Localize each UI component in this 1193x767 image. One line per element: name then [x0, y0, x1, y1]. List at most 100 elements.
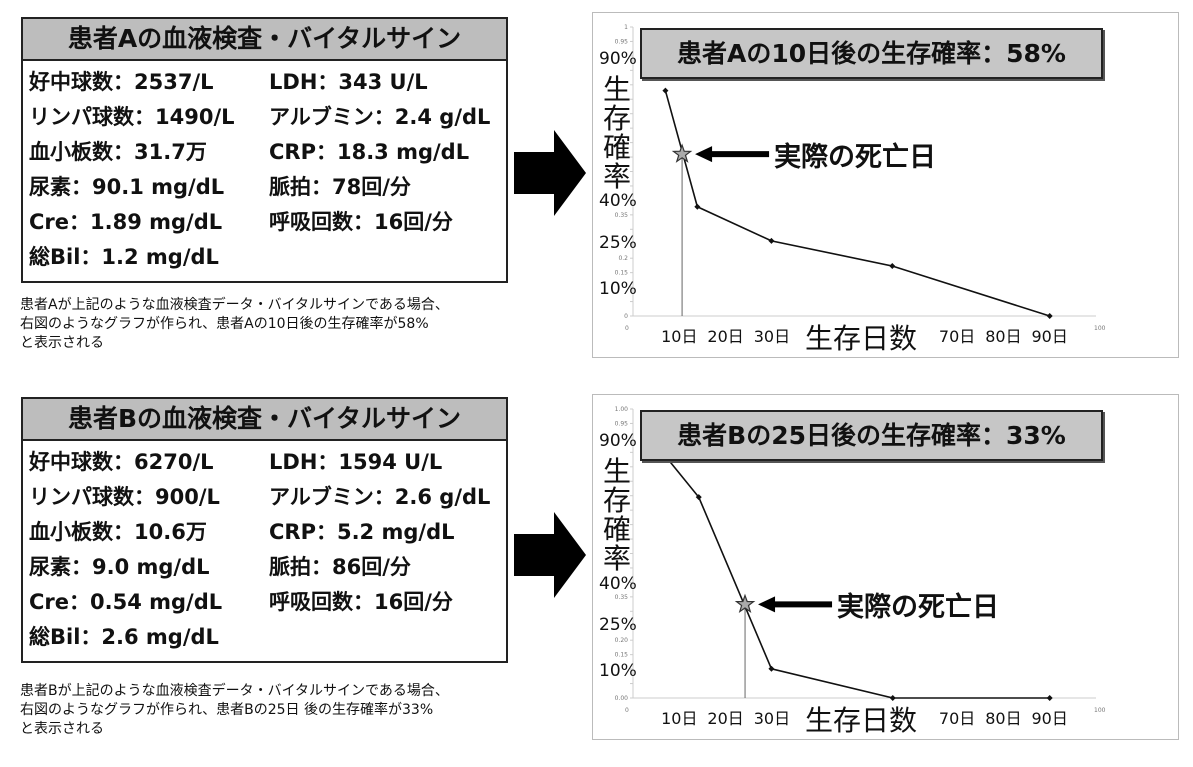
- caption-patient-b: 患者Bが上記のような血液検査データ・バイタルサインである場合、右図のようなグラフ…: [20, 682, 580, 739]
- caption-line: と表示される: [20, 721, 104, 737]
- data-point: [1046, 313, 1053, 319]
- y-tick-label: 0.15: [615, 270, 629, 277]
- chart-title: 患者Aの10日後の生存確率：58%: [640, 28, 1103, 79]
- x-tick-label: 30日: [753, 327, 791, 346]
- lab-value: リンパ球数：900/L: [29, 485, 220, 509]
- lab-value: リンパ球数：1490/L: [29, 105, 235, 129]
- lab-value: LDH：1594 U/L: [269, 450, 443, 474]
- lab-value: 呼吸回数：16回/分: [269, 590, 453, 614]
- caption-line: 右図のようなグラフが作られ、患者Aの10日後の生存確率が58%: [20, 316, 429, 332]
- lab-value: 血小板数：31.7万: [29, 140, 207, 164]
- y-tick-label: 0.20: [615, 637, 629, 644]
- lab-value: 好中球数：2537/L: [29, 70, 214, 94]
- y-tick-label: 0.95: [615, 38, 629, 45]
- y-big-label: 25%: [599, 233, 637, 254]
- lab-row: 総Bil：1.2 mg/dL: [29, 240, 506, 275]
- data-point: [1046, 695, 1053, 701]
- x-tick-label: 20日: [707, 327, 744, 346]
- lab-value: LDH：343 U/L: [269, 70, 428, 94]
- data-point: [889, 695, 896, 701]
- lab-value: アルブミン：2.6 g/dL: [269, 485, 491, 509]
- x-tick-label: 0: [625, 707, 629, 714]
- y-axis-title: 生存確率: [599, 75, 635, 191]
- y-big-label: 90%: [599, 431, 637, 452]
- star-icon: [671, 143, 693, 163]
- x-tick-label: 90日: [1031, 327, 1068, 346]
- y-tick-label: 1: [624, 24, 628, 31]
- lab-row: 尿素：90.1 mg/dL 脈拍：78回/分: [29, 170, 506, 205]
- y-axis-title-char: 生: [602, 455, 631, 488]
- data-point: [662, 87, 669, 94]
- lab-value: アルブミン：2.4 g/dL: [269, 105, 491, 129]
- lab-value: CRP：18.3 mg/dL: [269, 140, 470, 164]
- data-point: [695, 494, 702, 501]
- x-tick-label: 100: [1094, 325, 1106, 332]
- caption-line: と表示される: [20, 335, 104, 351]
- lab-box-title: 患者Bの血液検査・バイタルサイン: [23, 399, 506, 441]
- y-tick-label: 1.00: [615, 406, 629, 413]
- x-tick-label: 10日: [661, 709, 698, 728]
- y-tick-label: 0.95: [615, 420, 629, 427]
- x-axis-title: 生存日数: [801, 703, 921, 739]
- caption-line: 右図のようなグラフが作られ、患者Bの25日 後の生存確率が33%: [20, 702, 434, 718]
- x-tick-label: 30日: [753, 709, 791, 728]
- right-arrow-icon: [514, 512, 586, 598]
- x-tick-label: 80日: [985, 327, 1022, 346]
- chart-title: 患者Bの25日後の生存確率：33%: [640, 410, 1103, 461]
- left-arrow-icon: [758, 596, 833, 613]
- lab-value: 総Bil：1.2 mg/dL: [29, 245, 219, 269]
- y-big-label: 10%: [599, 278, 637, 299]
- x-axis-title: 生存日数: [801, 321, 921, 357]
- lab-row: 好中球数：2537/L LDH：343 U/L: [29, 65, 506, 100]
- y-axis-title: 生存確率: [599, 457, 635, 573]
- y-axis-title-char: 存: [602, 484, 631, 517]
- data-point: [768, 665, 775, 672]
- y-tick-label: 0.2: [618, 255, 628, 262]
- data-point: [694, 203, 701, 210]
- lab-values: 好中球数：2537/L LDH：343 U/L リンパ球数：1490/L アルブミン：…: [23, 61, 506, 281]
- right-arrow-icon: [514, 130, 586, 216]
- y-tick-label: 0: [624, 313, 628, 320]
- lab-value: Cre：0.54 mg/dL: [29, 590, 223, 614]
- y-tick-label: 0.35: [615, 212, 629, 219]
- x-tick-label: 70日: [938, 709, 976, 728]
- caption-patient-a: 患者Aが上記のような血液検査データ・バイタルサインである場合、右図のようなグラフ…: [20, 296, 580, 353]
- lab-value: Cre：1.89 mg/dL: [29, 210, 223, 234]
- y-big-label: 10%: [599, 660, 637, 681]
- star-icon: [734, 593, 756, 614]
- y-big-label: 90%: [599, 49, 637, 70]
- lab-value: 血小板数：10.6万: [29, 520, 207, 544]
- y-big-label: 40%: [599, 190, 637, 211]
- data-point: [889, 263, 896, 270]
- survival-line: [664, 90, 1050, 317]
- lab-value: 脈拍：78回/分: [269, 175, 411, 199]
- lab-value: 尿素：90.1 mg/dL: [29, 175, 225, 199]
- caption-line: 患者Aが上記のような血液検査データ・バイタルサインである場合、: [20, 297, 449, 313]
- y-big-label: 25%: [599, 615, 637, 636]
- data-point: [768, 237, 775, 244]
- death-day-label: 実際の死亡日: [774, 142, 937, 174]
- lab-value: CRP：5.2 mg/dL: [269, 520, 455, 544]
- x-tick-label: 90日: [1031, 709, 1068, 728]
- lab-value: 尿素：9.0 mg/dL: [29, 555, 210, 579]
- lab-value: 呼吸回数：16回/分: [269, 210, 453, 234]
- caption-line: 患者Bが上記のような血液検査データ・バイタルサインである場合、: [20, 683, 449, 699]
- y-tick-label: 0.35: [615, 594, 629, 601]
- x-tick-label: 20日: [707, 709, 744, 728]
- death-day-label: 実際の死亡日: [837, 592, 1000, 624]
- y-tick-label: 0.15: [615, 652, 629, 659]
- lab-value: 脈拍：86回/分: [269, 555, 411, 579]
- lab-row: リンパ球数：1490/L アルブミン：2.4 g/dL: [29, 100, 506, 135]
- y-axis-title-char: 率: [602, 160, 631, 193]
- y-axis-title-char: 存: [602, 102, 631, 135]
- lab-row: 血小板数：10.6万 CRP：5.2 mg/dL: [29, 515, 506, 550]
- lab-row: 尿素：9.0 mg/dL 脈拍：86回/分: [29, 550, 506, 585]
- y-big-label: 40%: [599, 574, 637, 595]
